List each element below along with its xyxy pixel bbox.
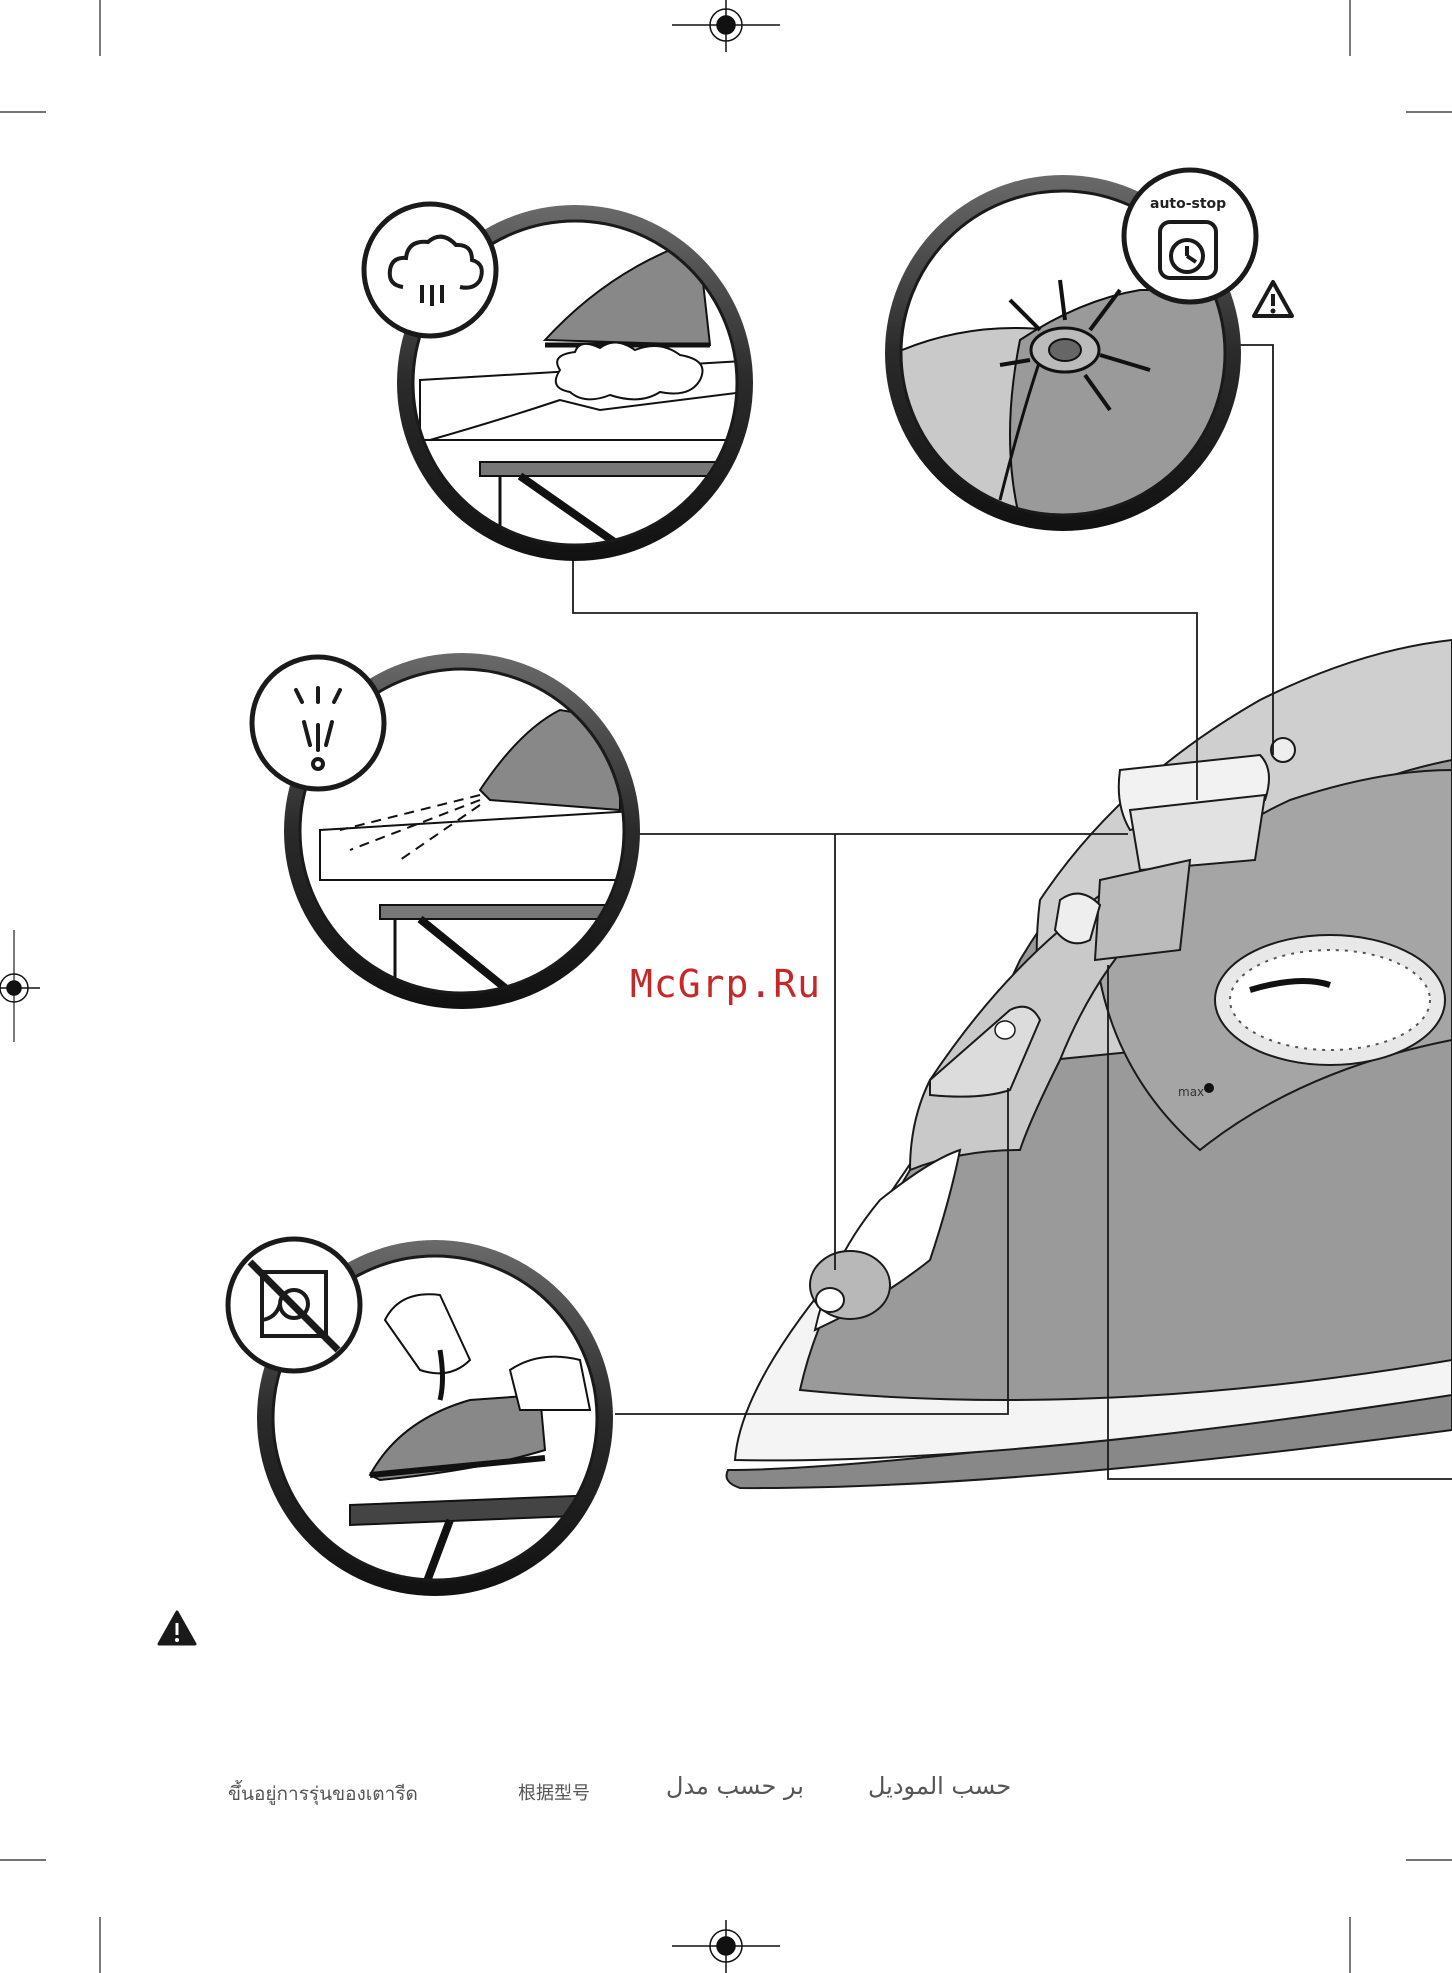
model-note-persian: بر حسب مدل (666, 1772, 804, 1800)
registration-mark-left (0, 974, 40, 1002)
model-note-thai: ขึ้นอยู่การรุ่นของเตารีด (228, 1779, 418, 1809)
watermark: McGrp.Ru (630, 962, 821, 1006)
illustration-spray (252, 650, 650, 1020)
warning-icon (159, 1612, 195, 1644)
illustration-steam-ironing (364, 200, 760, 570)
illustration-auto-stop (880, 170, 1292, 540)
illustration-filling-water (228, 1239, 625, 1610)
max-water-label: max (1178, 1085, 1204, 1099)
auto-stop-label: auto-stop (1150, 196, 1226, 212)
model-note-chinese: 根据型号 (518, 1779, 590, 1805)
registration-mark-bottom (672, 1920, 780, 1973)
registration-mark-top (672, 0, 780, 52)
warning-triangle-icon (1254, 282, 1292, 316)
model-note-arabic: حسب الموديل (868, 1772, 1011, 1800)
